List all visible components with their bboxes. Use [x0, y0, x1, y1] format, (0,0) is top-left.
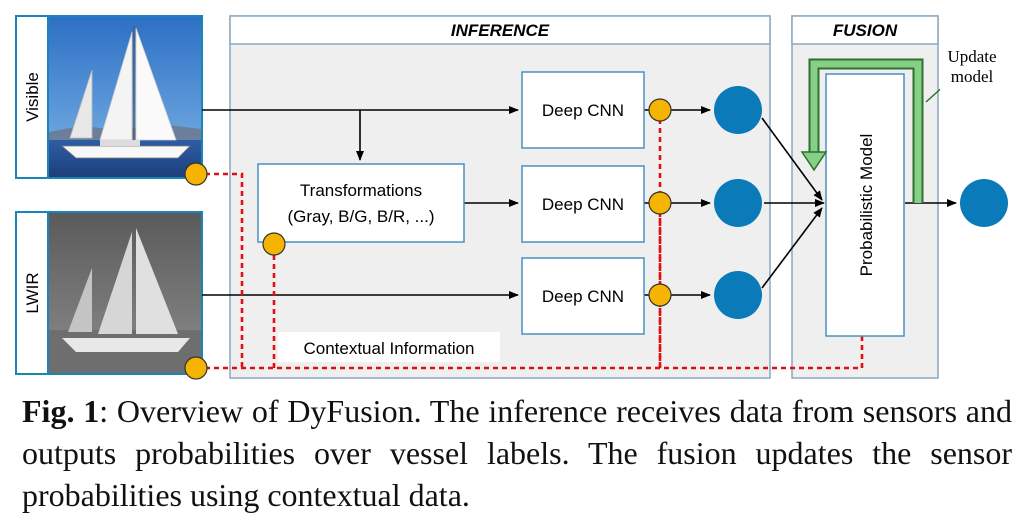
figure-label: Fig. 1: [22, 393, 100, 429]
visible-sailboat-image: [47, 15, 203, 179]
transformations-box: Transformations (Gray, B/G, B/R, ...): [257, 163, 465, 243]
probabilistic-model-label: Probabilistic Model: [857, 134, 876, 277]
context-dot-lwir: [184, 356, 208, 380]
inference-title: INFERENCE: [451, 21, 550, 40]
context-dot-cnn-1: [648, 98, 672, 122]
probability-nodes: [714, 86, 1008, 319]
flow-connectors: [202, 106, 957, 299]
deep-cnn-label-3: Deep CNN: [542, 287, 624, 306]
probability-node-3: [714, 271, 762, 319]
figure-caption-text: : Overview of DyFusion. The inference re…: [22, 393, 1013, 513]
context-dot-visible: [184, 162, 208, 186]
context-dot-transformations: [262, 232, 286, 256]
lwir-sensor-label-box: LWIR: [15, 211, 49, 375]
fusion-title: FUSION: [833, 21, 898, 40]
transformations-list: (Gray, B/G, B/R, ...): [287, 207, 434, 226]
probability-node-2: [714, 179, 762, 227]
context-dot-cnn-3: [648, 283, 672, 307]
visible-sensor-label-box: Visible: [15, 15, 49, 179]
lwir-sailboat-image: [47, 211, 203, 375]
update-model-arrow: Update model: [800, 44, 1006, 203]
deep-cnn-box-1: Deep CNN: [521, 71, 645, 149]
figure-caption: Fig. 1: Overview of DyFusion. The infere…: [22, 390, 1012, 516]
probability-node-1: [714, 86, 762, 134]
deep-cnn-label-1: Deep CNN: [542, 101, 624, 120]
contextual-information-label: Contextual Information: [303, 339, 474, 358]
context-dot-cnn-2: [648, 191, 672, 215]
deep-cnn-box-2: Deep CNN: [521, 165, 645, 243]
probabilistic-model-box: Probabilistic Model: [825, 73, 905, 337]
update-model-line1: Update: [947, 47, 996, 66]
transformations-title: Transformations: [300, 181, 422, 200]
lwir-label: LWIR: [23, 272, 42, 313]
visible-label: Visible: [23, 72, 42, 122]
contextual-information-box: Contextual Information: [278, 332, 500, 362]
update-model-line2: model: [951, 67, 994, 86]
deep-cnn-box-3: Deep CNN: [521, 257, 645, 335]
dyfusion-diagram: INFERENCE FUSION Visible LWIR: [15, 15, 1008, 380]
context-dots: [184, 98, 672, 380]
deep-cnn-label-2: Deep CNN: [542, 195, 624, 214]
fused-output-node: [960, 179, 1008, 227]
